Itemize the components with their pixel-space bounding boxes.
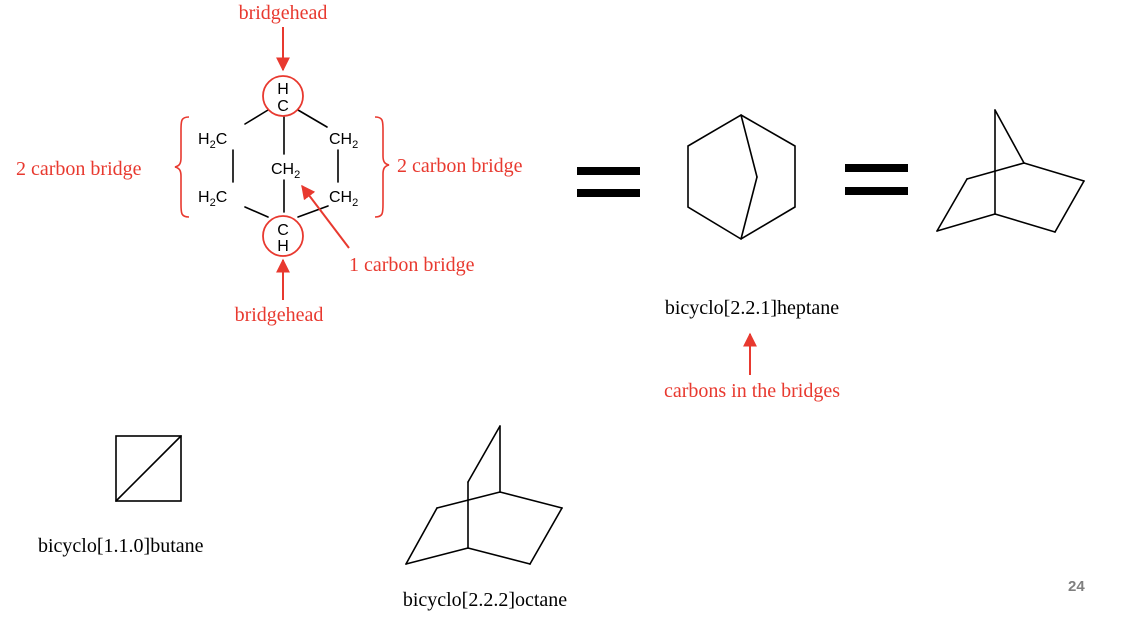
right-bridge-brace [374, 116, 390, 218]
bond [244, 109, 269, 125]
left-bridge-label: 2 carbon bridge [16, 158, 142, 180]
equals-sign [845, 164, 908, 195]
page-number: 24 [1068, 578, 1085, 595]
equals-sign [577, 167, 640, 197]
top-h-label: H [277, 81, 289, 98]
bridgehead-circle-bottom [262, 215, 304, 257]
norbornane-3d-structure [936, 109, 1085, 233]
carbons-in-bridges-label: carbons in the bridges [664, 380, 840, 402]
bridgehead-bottom-label: bridgehead [235, 304, 324, 326]
bond [297, 109, 328, 128]
heptane-name: bicyclo[2.2.1]heptane [665, 297, 839, 319]
bicyclobutane-structure [115, 435, 182, 502]
right-bridge-label: 2 carbon bridge [397, 155, 523, 177]
h2c-lower-label: H2C [198, 189, 227, 209]
left-bridge-brace [174, 116, 190, 218]
top-c-label: C [277, 98, 289, 115]
ch2-middle-label: CH2 [271, 161, 300, 181]
bond [297, 205, 329, 218]
ch2-upper-label: CH2 [329, 131, 358, 151]
one-carbon-bridge-arrow [301, 184, 350, 249]
octane-name: bicyclo[2.2.2]octane [403, 589, 567, 611]
bridgehead-top-label: bridgehead [239, 2, 328, 24]
ch2-lower-label: CH2 [329, 189, 358, 209]
bottom-c-label: C [277, 222, 289, 239]
condensed-structure: H C C H H2C H2C CH2 CH2 CH2 [198, 75, 358, 257]
butane-name: bicyclo[1.1.0]butane [38, 535, 204, 557]
h2c-upper-label: H2C [198, 131, 227, 151]
norbornane-hexagon-structure [687, 114, 796, 240]
bridgehead-circle-top [262, 75, 304, 117]
bicyclooctane-structure [405, 425, 563, 565]
bond [244, 206, 269, 218]
bottom-h-label: H [277, 238, 289, 255]
one-carbon-bridge-label: 1 carbon bridge [349, 254, 475, 276]
annotations: bridgehead bridgehead 2 carbon bridge 2 … [16, 2, 840, 402]
